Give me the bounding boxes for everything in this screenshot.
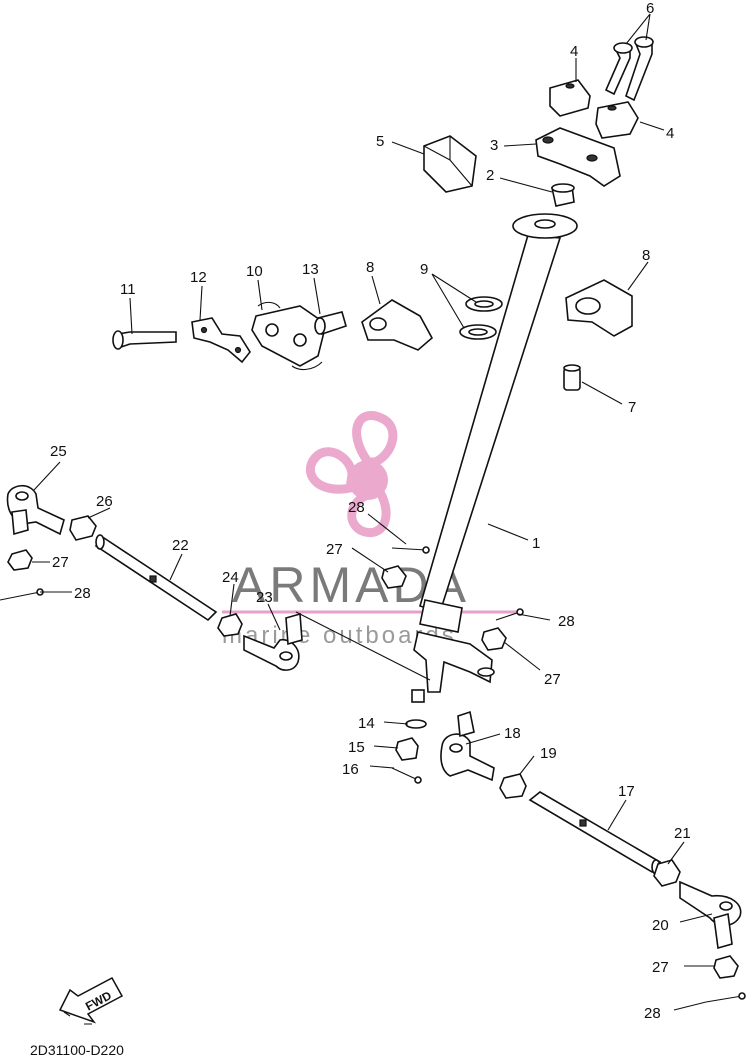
part-21-nut — [653, 859, 681, 887]
part-25-rod-end — [6, 484, 65, 536]
part-10-bracket — [251, 301, 327, 371]
callout-16: 16 — [342, 761, 359, 778]
part-7-spacer — [563, 364, 581, 391]
part-3-upper-holder — [535, 127, 621, 187]
callout-28-a: 28 — [74, 585, 91, 602]
callout-14: 14 — [358, 715, 375, 732]
part-11-bolt — [112, 330, 177, 350]
part-18-rod-end — [440, 710, 495, 782]
part-8-bearing-block-left — [361, 299, 434, 351]
part-14-washer — [405, 719, 427, 729]
part-27-nut-c — [481, 627, 507, 651]
callout-6: 6 — [646, 0, 654, 17]
part-28-cotter-pin-d — [705, 992, 746, 1003]
part-16-cotter-pin — [391, 767, 422, 784]
part-24-nut — [217, 613, 243, 637]
part-4-clamp-right — [595, 101, 639, 139]
callout-27-a: 27 — [52, 554, 69, 571]
callout-21: 21 — [674, 825, 691, 842]
part-5-rubber-block — [423, 135, 477, 193]
callout-19: 19 — [540, 745, 557, 762]
part-27-nut-a — [7, 549, 33, 571]
callout-27-c: 27 — [544, 671, 561, 688]
part-4-clamp-top — [549, 79, 591, 117]
part-6-bolts — [604, 36, 654, 102]
part-28-cotter-pin-c — [495, 608, 524, 621]
part-12-lock-plate — [191, 317, 251, 364]
callout-3: 3 — [490, 137, 498, 154]
part-26-nut — [69, 515, 97, 541]
callout-24: 24 — [222, 569, 239, 586]
callout-17: 17 — [618, 783, 635, 800]
part-19-nut — [499, 773, 527, 799]
callout-18: 18 — [504, 725, 521, 742]
part-20-rod-end — [679, 880, 742, 950]
part-2-collar — [551, 183, 575, 207]
callout-23: 23 — [256, 589, 273, 606]
callout-labels: 1 2 3 4 4 5 6 7 8 8 9 10 11 12 13 14 15 … — [50, 0, 691, 1022]
callout-7: 7 — [628, 399, 636, 416]
part-28-cotter-pin-b — [391, 546, 430, 554]
callout-8-right: 8 — [642, 247, 650, 264]
callout-27-b: 27 — [326, 541, 343, 558]
callout-28-d: 28 — [644, 1005, 661, 1022]
part-15-nut — [395, 737, 419, 761]
callout-2: 2 — [486, 167, 494, 184]
callout-28-b: 28 — [348, 499, 365, 516]
callout-22: 22 — [172, 537, 189, 554]
callout-4-right: 4 — [666, 125, 674, 142]
part-1-steering-shaft — [411, 213, 578, 703]
part-23-rod-end — [243, 612, 303, 671]
callout-11: 11 — [120, 281, 136, 298]
part-17-tie-rod-right — [528, 791, 662, 875]
watermark-logo-propeller — [305, 411, 398, 537]
callout-15: 15 — [348, 739, 365, 756]
callout-28-c: 28 — [558, 613, 575, 630]
fwd-arrow — [58, 976, 124, 1025]
part-8-bearing-block-right — [565, 279, 633, 337]
part-28-cotter-pin-a — [0, 588, 44, 601]
callout-13: 13 — [302, 261, 319, 278]
callout-5: 5 — [376, 133, 384, 150]
callout-20: 20 — [652, 917, 669, 934]
callout-4-top: 4 — [570, 43, 578, 60]
part-9-seals — [459, 296, 503, 340]
callout-27-d: 27 — [652, 959, 669, 976]
part-27-nut-d — [713, 955, 739, 979]
callout-8-left: 8 — [366, 259, 374, 276]
callout-12: 12 — [190, 269, 207, 286]
callout-25: 25 — [50, 443, 67, 460]
leader-lines — [32, 13, 714, 1011]
diagram-code: 2D31100-D220 — [30, 1042, 124, 1058]
callout-9: 9 — [420, 261, 428, 278]
part-13-collar — [314, 311, 347, 336]
callout-26: 26 — [96, 493, 113, 510]
part-22-tie-rod-left — [94, 534, 218, 622]
callout-10: 10 — [246, 263, 263, 280]
callout-1: 1 — [532, 535, 540, 552]
